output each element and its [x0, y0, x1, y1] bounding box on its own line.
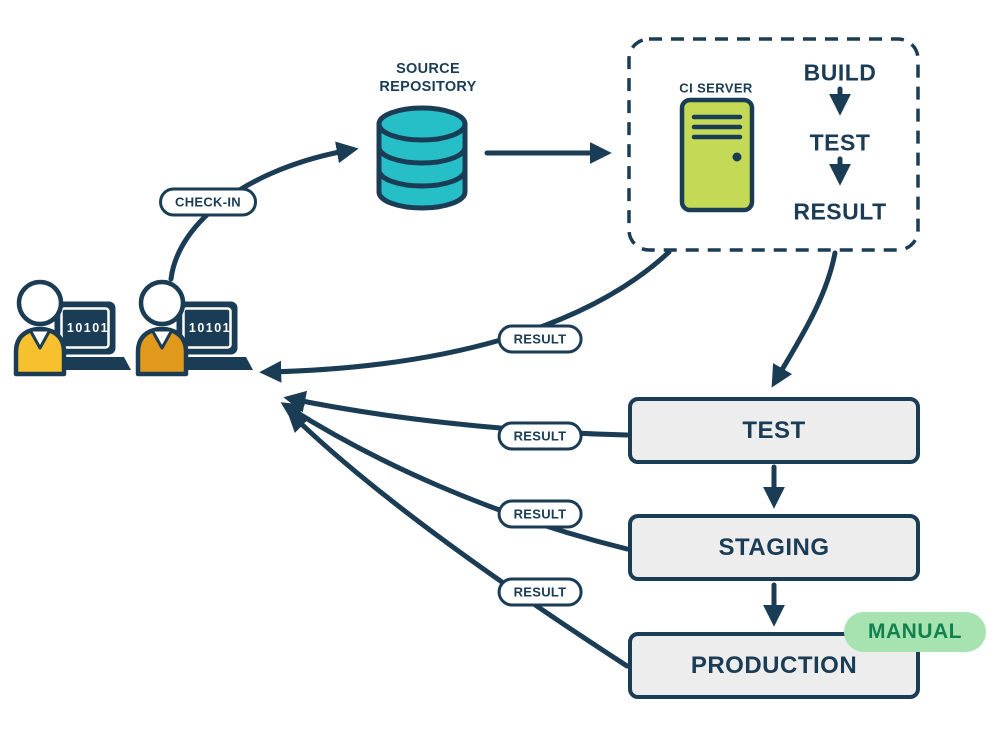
head	[138, 279, 186, 327]
head	[16, 279, 64, 327]
stage-box-test: TEST	[628, 397, 920, 464]
result-pill-ci: RESULT	[497, 324, 583, 354]
ci-step-result: RESULT	[793, 198, 887, 225]
arrow-production-result-to-devs	[286, 409, 630, 669]
result-pill-staging: RESULT	[497, 499, 583, 529]
result-pill-test: RESULT	[497, 421, 583, 451]
ci-step-build: BUILD	[803, 59, 877, 86]
result-pill-production: RESULT	[497, 577, 583, 607]
server-icon	[679, 97, 755, 213]
laptop-code-2: 10101	[188, 321, 232, 335]
laptop-code-1: 10101	[66, 321, 110, 335]
check-in-pill: CHECK-IN	[159, 187, 257, 217]
ci-step-test: TEST	[809, 129, 871, 156]
developer-2	[135, 279, 253, 377]
collar	[150, 328, 174, 350]
database-cylinder-icon	[376, 105, 468, 211]
manual-pill: MANUAL	[844, 612, 986, 652]
stage-box-staging: STAGING	[628, 514, 920, 581]
ci-server-label: CI SERVER	[679, 80, 753, 96]
arrow-staging-result-to-devs	[280, 402, 630, 552]
developer-1	[13, 279, 131, 377]
source-repository-label: SOURCE REPOSITORY	[379, 60, 477, 95]
collar	[28, 328, 52, 350]
arrow-ci-to-test	[771, 250, 838, 388]
